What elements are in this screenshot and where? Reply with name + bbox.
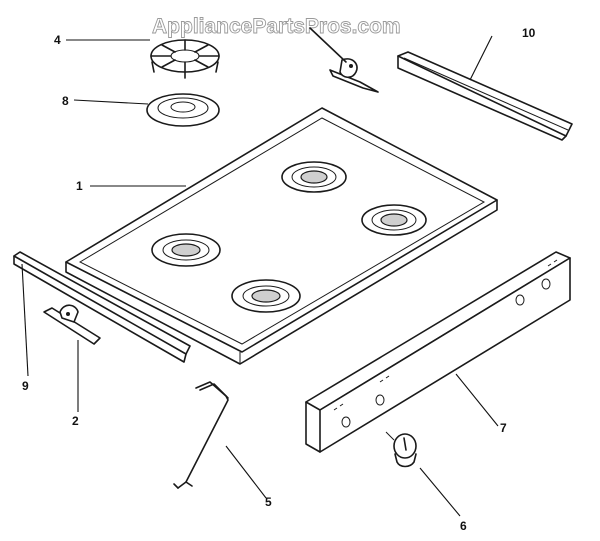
burner-opening-front-right <box>231 279 301 313</box>
callout-6: 6 <box>460 519 467 533</box>
control-knob <box>385 431 417 468</box>
mounting-bracket <box>43 304 101 345</box>
burner-opening-rear-right <box>361 204 427 236</box>
watermark-text: AppliancePartsPros.com <box>152 15 401 38</box>
callout-10: 10 <box>522 26 536 40</box>
ignitor-bracket <box>309 27 379 93</box>
callout-2: 2 <box>72 414 79 428</box>
callout-7: 7 <box>500 421 507 435</box>
callout-9: 9 <box>22 379 29 393</box>
callout-1: 1 <box>76 179 83 193</box>
drip-bowl <box>146 93 220 127</box>
wire-rod <box>173 381 229 489</box>
burner-grate <box>150 39 220 79</box>
burner-opening-rear-left <box>281 161 347 193</box>
callout-8: 8 <box>62 94 69 108</box>
callout-5: 5 <box>265 495 272 509</box>
cooktop-top <box>65 107 498 365</box>
rear-trim <box>397 51 573 141</box>
leader-lines <box>21 35 499 517</box>
side-trim <box>13 251 191 363</box>
callout-4: 4 <box>54 33 61 47</box>
control-panel <box>305 251 571 453</box>
burner-opening-front-left <box>151 233 221 267</box>
